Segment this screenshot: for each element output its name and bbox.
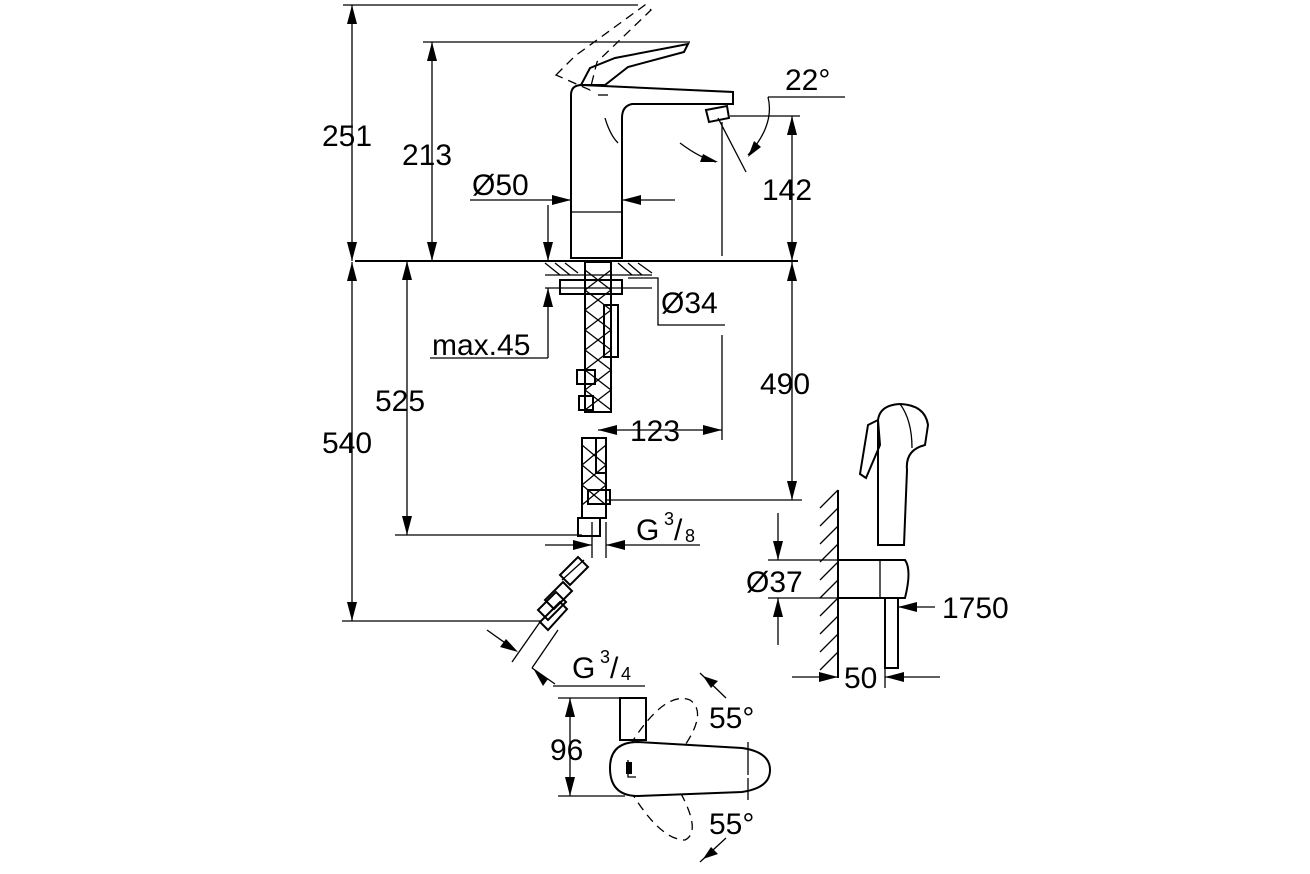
label-50: 50 [844,662,877,695]
label-22-degree: 22° [785,64,830,97]
svg-text:3: 3 [664,509,674,529]
svg-text:G: G [636,514,659,547]
dimension-labels: 251 213 Ø50 22° 142 Ø34 max.45 525 540 4… [322,64,1009,841]
label-g-3-4: G 3 / 4 [572,647,631,685]
dimension-lines [342,4,845,687]
svg-text:4: 4 [621,664,631,684]
label-490: 490 [760,368,810,401]
label-diameter-37: Ø37 [746,566,803,599]
label-55-degree-down: 55° [709,808,754,841]
label-g-3-8: G 3 / 8 [636,509,695,547]
svg-text:/: / [610,652,619,685]
label-max-45: max.45 [432,329,530,362]
handle-top-view [558,672,772,863]
angled-connector [536,555,590,632]
svg-text:3: 3 [600,647,610,667]
deck-section [355,260,798,295]
svg-text:8: 8 [685,526,695,546]
label-96: 96 [550,734,583,767]
label-diameter-50: Ø50 [472,169,529,202]
svg-text:/: / [674,514,683,547]
label-123: 123 [630,415,680,448]
hand-shower [768,402,940,688]
label-142: 142 [762,174,812,207]
label-213: 213 [402,139,452,172]
label-540: 540 [322,427,372,460]
label-251: 251 [322,120,372,153]
label-525: 525 [375,385,425,418]
label-diameter-34: Ø34 [661,287,718,320]
faucet-side-view [554,4,734,259]
svg-text:G: G [572,652,595,685]
under-deck-hoses [576,261,619,537]
label-55-degree-up: 55° [709,702,754,735]
label-1750: 1750 [942,592,1009,625]
